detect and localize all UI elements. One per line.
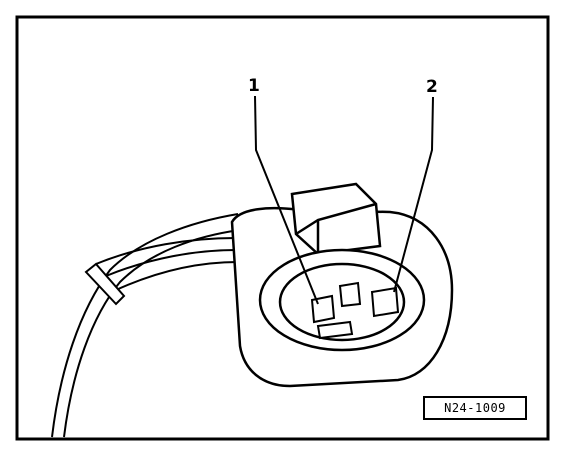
callout-1-label: 1 [248, 76, 260, 96]
diagram-border [15, 15, 550, 441]
callout-2-label: 2 [426, 77, 438, 97]
reference-code-box: N24-1009 [423, 396, 527, 420]
reference-code: N24-1009 [444, 401, 506, 415]
callout-leaders [254, 95, 434, 305]
connector-pins [310, 281, 400, 340]
connector-housing [230, 182, 454, 388]
cable-wires [51, 213, 241, 438]
